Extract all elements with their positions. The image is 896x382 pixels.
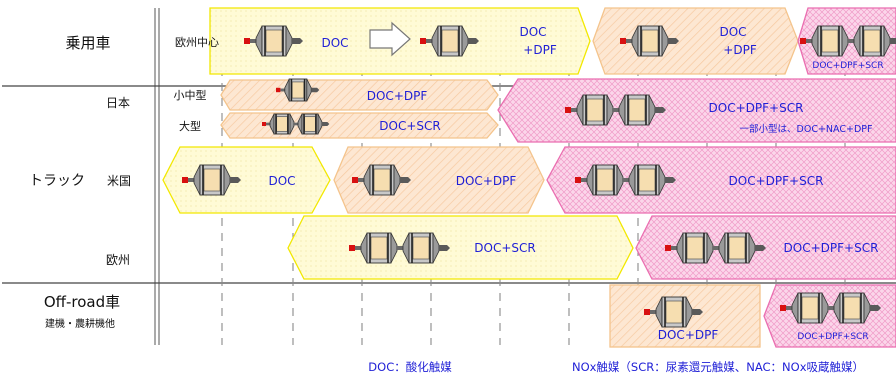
us-all-label: DOC+DPF+SCR: [729, 174, 824, 188]
or-docdpf-catalyst-icon: [644, 296, 703, 328]
row-passenger-label: 乗用車: [65, 34, 110, 52]
band-eu-docscr: [287, 215, 634, 280]
us-docdpf-label: DOC+DPF: [456, 174, 517, 188]
eu-all-label: DOC+DPF+SCR: [784, 241, 879, 255]
catalyst-devices: [182, 25, 896, 328]
row-japan-label: 日本: [106, 96, 130, 110]
eu-docscr-catalyst-icon: [349, 232, 450, 264]
jp-all-label: DOC+DPF+SCR: [709, 101, 804, 115]
band-labels: DOC DOC +DPF DOC +DPF DOC+DPF+SCR DOC+DP…: [268, 25, 883, 342]
row-offroad-sub: 建機・農耕機他: [45, 317, 115, 330]
eu-all-catalyst-icon: [665, 232, 766, 264]
jp-large-label: DOC+SCR: [379, 119, 440, 133]
pc-scr-catalyst-icon: [800, 25, 896, 57]
pc-doc-label: DOC: [321, 36, 348, 50]
pc-docdpf-label-1: DOC: [519, 25, 546, 39]
or-all-catalyst-icon: [780, 292, 881, 324]
band-pc-docdpf: [592, 7, 799, 75]
us-all-catalyst-icon: [575, 164, 676, 196]
pc-docdpf2-label-2: +DPF: [723, 43, 757, 57]
jp-note-label: 一部小型は、DOC+NAC+DPF: [740, 123, 873, 135]
legend: DOC：酸化触媒 NOx触媒（SCR：尿素還元触媒、NAC：NOx吸蔵触媒）: [368, 360, 864, 374]
band-us-all: [546, 146, 896, 214]
row-usa-label: 米国: [107, 174, 131, 188]
row-labels: 乗用車 日本 小中型 大型 トラック 米国 欧州 Off-road車 建機・農耕…: [29, 34, 219, 330]
pc-docdpf-catalyst-icon: [420, 25, 479, 57]
legend-doc: DOC：酸化触媒: [368, 360, 452, 374]
band-jp-small: [220, 79, 499, 111]
legend-nox: NOx触媒（SCR：尿素還元触媒、NAC：NOx吸蔵触媒）: [572, 360, 864, 374]
row-japan-large-label: 大型: [179, 119, 201, 133]
pc-docdpf2-label-1: DOC: [719, 25, 746, 39]
jp-large-catalyst-icon: [262, 113, 330, 135]
us-doc-label: DOC: [268, 174, 295, 188]
bands: [162, 7, 896, 348]
row-offroad-title: Off-road車: [44, 293, 120, 311]
band-us-docdpf: [333, 146, 545, 214]
or-docdpf-label: DOC+DPF: [658, 328, 719, 342]
pc-docdpf-label-2: +DPF: [523, 43, 557, 57]
row-europe-label: 欧州: [106, 253, 130, 267]
band-us-doc: [162, 146, 331, 214]
pc-doc-catalyst-icon: [244, 25, 303, 57]
jp-small-catalyst-icon: [276, 78, 320, 102]
pc-docdpf2-catalyst-icon: [620, 25, 679, 57]
eu-center-label: 欧州中心: [175, 36, 219, 49]
row-japan-small-label: 小中型: [174, 88, 207, 102]
eu-docscr-label: DOC+SCR: [474, 241, 535, 255]
us-docdpf-catalyst-icon: [352, 164, 411, 196]
row-truck-label: トラック: [29, 173, 85, 189]
jp-small-label: DOC+DPF: [367, 89, 428, 103]
or-all-label: DOC+DPF+SCR: [797, 332, 868, 342]
transition-arrow: [369, 21, 411, 57]
us-doc-catalyst-icon: [182, 164, 241, 196]
pc-scr-label: DOC+DPF+SCR: [812, 61, 883, 71]
jp-all-catalyst-icon: [565, 94, 666, 126]
